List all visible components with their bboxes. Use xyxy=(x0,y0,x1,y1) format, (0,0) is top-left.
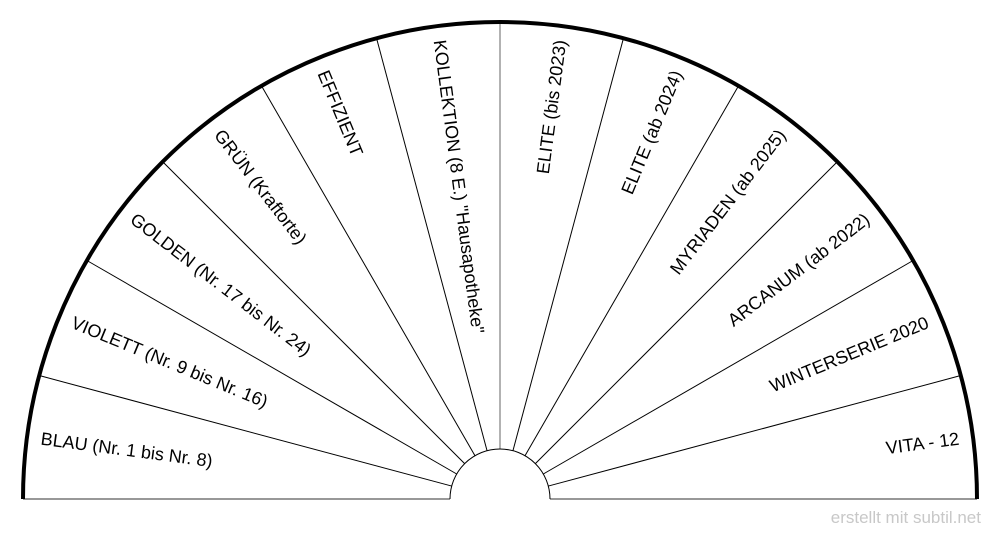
outer-arc xyxy=(21,20,979,500)
sector-label: GRÜN (Kraftorte) xyxy=(210,126,311,248)
sector-divider xyxy=(162,161,465,464)
sector-divider xyxy=(261,85,476,456)
sector-label: ARCANUM (ab 2022) xyxy=(724,209,873,330)
sector-label: EFFIZIENT xyxy=(314,67,367,159)
sector-label: VIOLETT (Nr. 9 bis Nr. 16) xyxy=(68,313,270,412)
sector-divider xyxy=(86,260,457,475)
sector-label: BLAU (Nr. 1 bis Nr. 8) xyxy=(40,429,214,471)
sector-label: KOLLEKTION (8 E.) "Hausapotheke" xyxy=(430,39,488,335)
sector-label: WINTERSERIE 2020 xyxy=(767,313,932,397)
sector-label: ELITE (ab 2024) xyxy=(617,67,686,197)
credit-link[interactable]: erstellt mit subtil.net xyxy=(830,508,981,527)
sector-label: VITA - 12 xyxy=(885,429,961,458)
inner-hub xyxy=(449,448,551,500)
sector-divider xyxy=(548,375,961,487)
sector-divider xyxy=(39,375,452,487)
sector-divider xyxy=(512,38,624,451)
sector-divider xyxy=(535,161,838,464)
sector-divider xyxy=(524,85,739,456)
sector-divider xyxy=(376,38,488,451)
sector-label: ELITE (bis 2023) xyxy=(533,39,570,176)
sector-label: MYRIADEN (ab 2025) xyxy=(666,126,790,279)
sector-divider xyxy=(543,260,914,475)
